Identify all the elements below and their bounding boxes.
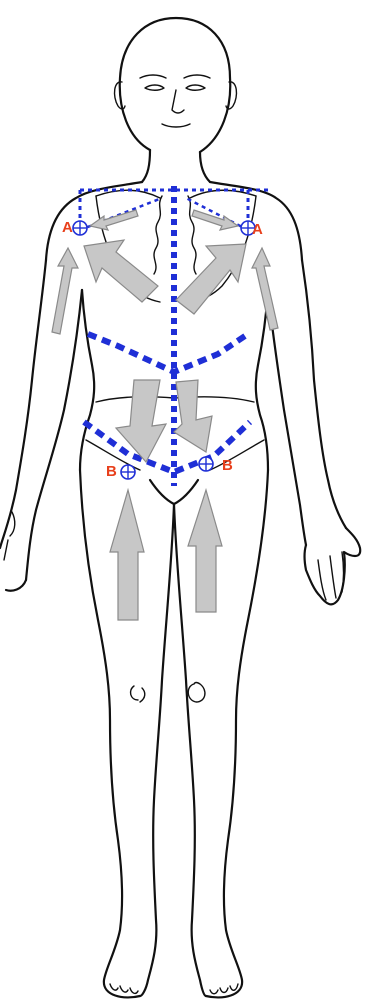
brow-left xyxy=(140,75,166,78)
hand-right-fingers xyxy=(318,552,344,600)
point-label-a-left: A xyxy=(62,219,73,236)
clavicle-right xyxy=(190,190,256,198)
arm-right-outer xyxy=(302,260,346,528)
arm-left-outer xyxy=(0,260,46,548)
head-outline xyxy=(120,18,231,152)
neck-left xyxy=(142,150,150,182)
point-marker-b-right xyxy=(199,457,213,471)
leg-arrow-right xyxy=(188,490,222,612)
shoulder-arrow-left xyxy=(52,248,78,334)
knee-right xyxy=(188,683,205,703)
rib-v-line xyxy=(88,334,248,372)
neck-right xyxy=(200,152,210,182)
body-outline xyxy=(0,18,360,997)
abdomen-arrow-right xyxy=(174,380,212,452)
arm-left-inner xyxy=(26,290,82,580)
point-label-b-left: B xyxy=(106,463,117,480)
eye-left xyxy=(145,85,164,90)
sternum-left xyxy=(154,196,162,274)
arrows xyxy=(52,210,278,620)
knee-left xyxy=(131,686,145,702)
point-label-a-right: A xyxy=(252,221,263,238)
toes-right xyxy=(210,984,238,994)
mouth xyxy=(162,124,190,127)
leg-arrow-left xyxy=(110,490,144,620)
point-label-b-right: B xyxy=(222,457,233,474)
hand-right xyxy=(305,528,361,604)
point-marker-b-left xyxy=(121,465,135,479)
nose xyxy=(172,90,184,113)
chest-arrow-right xyxy=(176,244,246,314)
hand-left xyxy=(6,580,26,591)
point-marker-a-left xyxy=(73,221,87,235)
chest-arrow-left xyxy=(84,240,158,302)
leg-left-inner xyxy=(140,504,174,996)
brow-right xyxy=(184,75,210,78)
toes-left xyxy=(110,984,138,993)
eye-right xyxy=(186,85,205,90)
clavicle-arrow-left xyxy=(90,210,138,230)
sternum-right xyxy=(188,196,196,274)
